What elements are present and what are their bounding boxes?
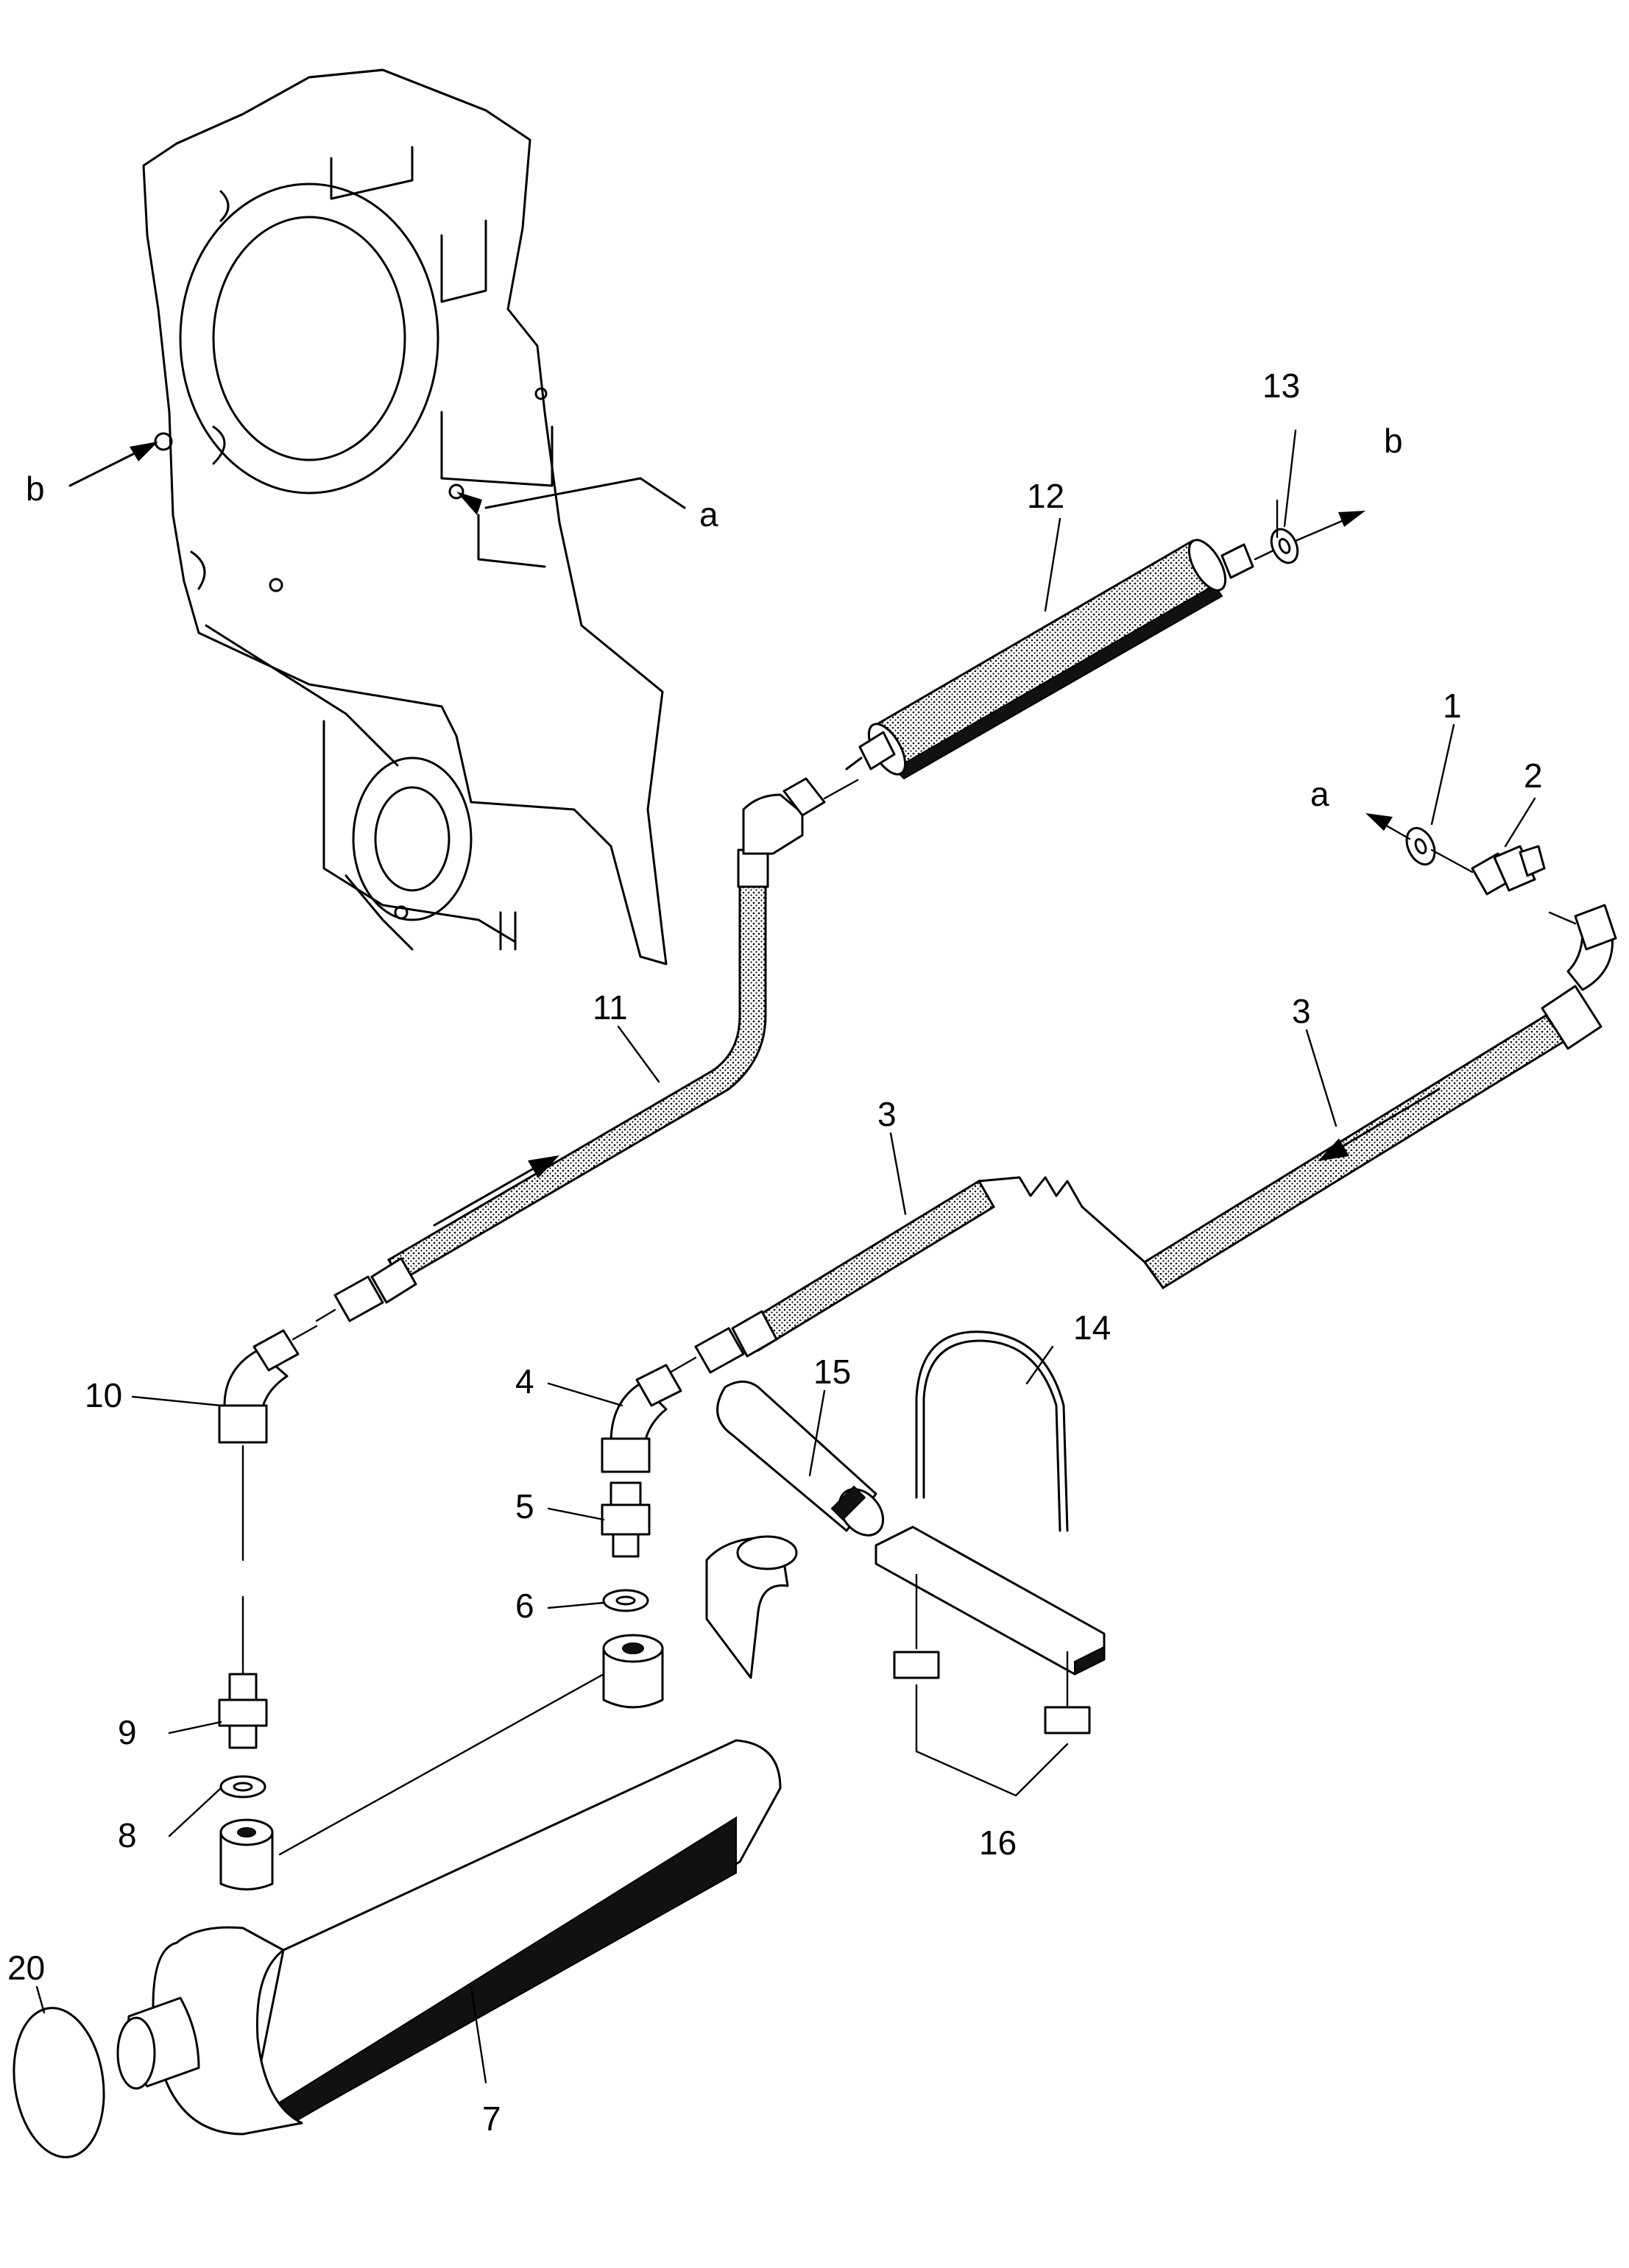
connector-a-leader bbox=[484, 477, 642, 509]
callout-5: 5 bbox=[515, 1487, 534, 1525]
nipple-5 bbox=[601, 1481, 651, 1558]
callout-4: 4 bbox=[515, 1362, 534, 1400]
hose-3-lower bbox=[665, 1179, 996, 1376]
nipple-9 bbox=[218, 1673, 268, 1749]
flow-arrow-hose-11 bbox=[433, 1155, 559, 1227]
callout-16: 16 bbox=[979, 1824, 1017, 1862]
arrow-icon bbox=[1318, 1138, 1349, 1161]
connector-b-housing: b bbox=[26, 469, 45, 508]
arrow-icon bbox=[1365, 813, 1393, 831]
connector-a-housing: a bbox=[699, 495, 718, 534]
oil-cooler bbox=[116, 1535, 798, 2136]
washer-1 bbox=[1405, 826, 1436, 866]
washer-13 bbox=[1270, 528, 1299, 564]
washer-8 bbox=[219, 1775, 266, 1799]
callout-2: 2 bbox=[1524, 756, 1543, 795]
callout-10: 10 bbox=[85, 1376, 122, 1414]
arrow-icon bbox=[528, 1155, 559, 1178]
callout-3: 3 bbox=[877, 1095, 897, 1133]
callout-6: 6 bbox=[515, 1587, 534, 1625]
connector-b-filter: b bbox=[1384, 422, 1403, 460]
sleeve-15 bbox=[716, 1381, 885, 1537]
oil-filter bbox=[845, 539, 1254, 780]
callout-9: 9 bbox=[118, 1713, 137, 1751]
connector-a-fitting: a bbox=[1310, 775, 1329, 813]
callout-1: 1 bbox=[1443, 687, 1462, 725]
leader-lines bbox=[35, 429, 1536, 2084]
flow-arrow-hose-3 bbox=[1318, 1088, 1441, 1161]
arrow-icon bbox=[1338, 511, 1365, 527]
callout-7: 7 bbox=[482, 2099, 501, 2138]
hose-3-right bbox=[1142, 904, 1617, 1290]
elbow-4 bbox=[601, 1364, 682, 1473]
break-mark bbox=[978, 1176, 1146, 1264]
callout-11: 11 bbox=[593, 988, 628, 1027]
callout-15: 15 bbox=[813, 1353, 851, 1391]
transmission-housing bbox=[68, 68, 686, 965]
connector-b-leader bbox=[68, 447, 145, 487]
callout-3: 3 bbox=[1292, 992, 1311, 1030]
callout-13: 13 bbox=[1262, 366, 1300, 405]
elbow-10 bbox=[218, 1325, 318, 1444]
callout-12: 12 bbox=[1027, 477, 1064, 515]
washer-6 bbox=[602, 1589, 649, 1612]
callout-20: 20 bbox=[7, 1949, 45, 1987]
hose-11 bbox=[315, 777, 859, 1322]
arrow-icon bbox=[130, 442, 158, 461]
arrow-icon bbox=[456, 492, 482, 515]
u-bolt-14 bbox=[874, 1330, 1106, 1734]
callout-8: 8 bbox=[118, 1816, 137, 1854]
o-ring-20 bbox=[13, 2007, 105, 2158]
callout-14: 14 bbox=[1073, 1308, 1111, 1347]
fitting-2 bbox=[1471, 845, 1546, 896]
